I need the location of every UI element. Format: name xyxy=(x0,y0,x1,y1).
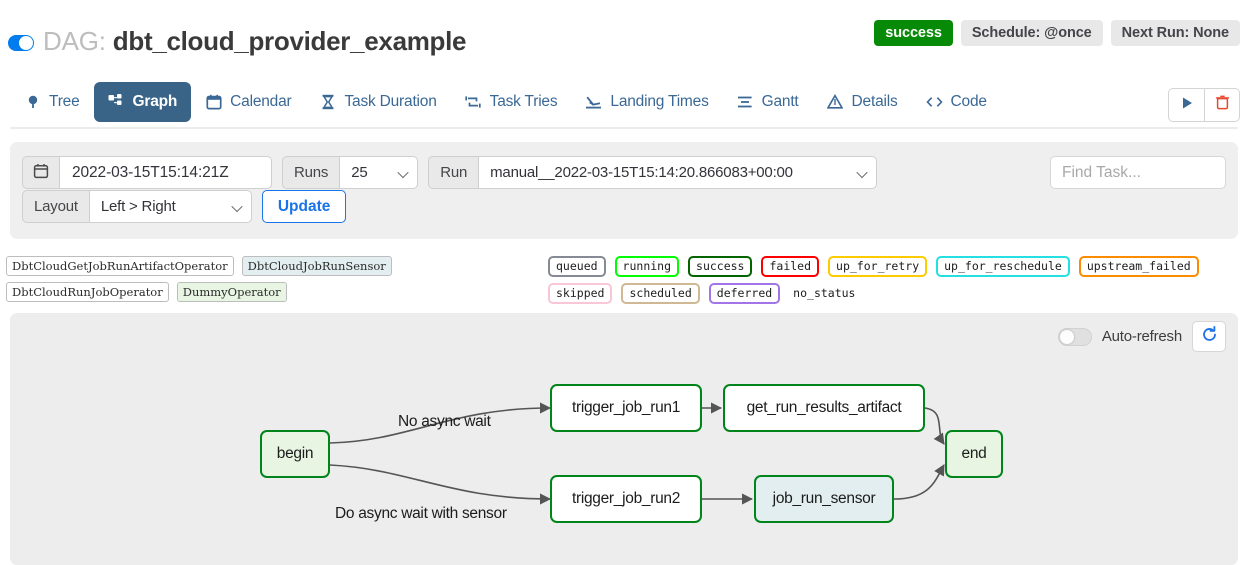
tab-task-duration[interactable]: Task Duration xyxy=(305,82,450,122)
schedule-badge[interactable]: Schedule: @once xyxy=(960,20,1103,46)
tab-label: Gantt xyxy=(761,93,799,110)
state-legend-deferred: deferred xyxy=(708,283,781,304)
filter-row-bottom: Layout Left > Right Update xyxy=(22,190,347,223)
tab-graph[interactable]: Graph xyxy=(93,82,192,122)
refresh-button[interactable] xyxy=(1192,321,1226,352)
edge-label-no-async-wait: No async wait xyxy=(398,413,491,430)
operator-legend-list: DbtCloudGetJobRunArtifactOperator DbtClo… xyxy=(6,256,546,302)
tab-label: Calendar xyxy=(230,93,292,110)
runs-label: Runs xyxy=(282,156,341,189)
run-group: Run manual__2022-03-15T15:14:20.866083+0… xyxy=(428,156,878,189)
layout-group: Layout Left > Right xyxy=(22,190,252,223)
state-legend-upstream-failed: upstream_failed xyxy=(1078,256,1199,277)
tab-tree[interactable]: Tree xyxy=(10,82,94,122)
task-node-trigger_job_run2[interactable]: trigger_job_run2 xyxy=(550,475,702,523)
tab-label: Tree xyxy=(49,93,80,110)
page-title: DAG: dbt_cloud_provider_example xyxy=(43,26,467,57)
base-date-group: 2022-03-15T15:14:21Z xyxy=(22,156,272,189)
operator-tag[interactable]: DbtCloudRunJobOperator xyxy=(6,282,169,302)
hourglass-icon xyxy=(319,94,336,111)
calendar-icon xyxy=(33,163,49,183)
play-icon xyxy=(1180,96,1194,115)
tab-code[interactable]: Code xyxy=(912,82,1001,122)
task-node-job_run_sensor[interactable]: job_run_sensor xyxy=(754,475,894,523)
graph-legend: DbtCloudGetJobRunArtifactOperator DbtClo… xyxy=(0,256,1248,304)
tab-task-tries[interactable]: Task Tries xyxy=(451,82,572,122)
task-node-begin[interactable]: begin xyxy=(260,430,330,478)
gantt-icon xyxy=(737,94,754,111)
auto-refresh-toggle[interactable] xyxy=(1057,327,1092,346)
operator-tag[interactable]: DbtCloudGetJobRunArtifactOperator xyxy=(6,256,234,276)
task-node-get_run_results_artifact[interactable]: get_run_results_artifact xyxy=(723,384,925,432)
tree-icon xyxy=(24,94,41,111)
tab-details[interactable]: Details xyxy=(813,82,912,122)
operator-tag[interactable]: DbtCloudJobRunSensor xyxy=(241,256,392,276)
graph-edges xyxy=(329,402,945,505)
state-legend-no-status: no_status xyxy=(793,286,856,300)
dag-action-group xyxy=(1168,88,1240,122)
page-header: DAG: dbt_cloud_provider_example success … xyxy=(0,0,1248,72)
tabbar-divider xyxy=(10,127,1238,129)
landing-icon xyxy=(585,94,602,111)
header-badges: success Schedule: @once Next Run: None xyxy=(874,20,1240,46)
code-icon xyxy=(925,94,943,111)
state-legend-list: queued running success failed up_for_ret… xyxy=(548,256,1248,304)
task-node-end[interactable]: end xyxy=(945,430,1003,478)
layout-label: Layout xyxy=(22,190,90,223)
dag-filter-panel: 2022-03-15T15:14:21Z Runs 25 Run manual_… xyxy=(10,142,1238,239)
dag-label: DAG: xyxy=(43,26,106,56)
delete-dag-button[interactable] xyxy=(1204,89,1239,121)
dag-pause-toggle[interactable] xyxy=(8,35,34,51)
find-task-input[interactable]: Find Task... xyxy=(1050,156,1226,189)
base-date-input[interactable]: 2022-03-15T15:14:21Z xyxy=(60,156,272,189)
calendar-picker-button[interactable] xyxy=(22,156,60,189)
tab-label: Details xyxy=(851,93,898,110)
update-button[interactable]: Update xyxy=(261,190,347,223)
state-legend-queued: queued xyxy=(548,256,606,277)
filter-row-top: 2022-03-15T15:14:21Z Runs 25 Run manual_… xyxy=(22,156,878,189)
operator-tag[interactable]: DummyOperator xyxy=(176,282,287,302)
state-legend-skipped: skipped xyxy=(548,283,613,304)
trigger-dag-button[interactable] xyxy=(1169,89,1204,121)
run-id-select[interactable]: manual__2022-03-15T15:14:20.866083+00:00 xyxy=(479,156,878,189)
tab-landing-times[interactable]: Landing Times xyxy=(571,82,722,122)
refresh-icon xyxy=(1201,325,1218,348)
graph-toolbar: Auto-refresh xyxy=(1057,321,1226,352)
task-node-trigger_job_run1[interactable]: trigger_job_run1 xyxy=(550,384,702,432)
warning-triangle-icon xyxy=(827,94,844,111)
tab-label: Task Tries xyxy=(489,93,558,110)
state-legend-up-for-retry: up_for_retry xyxy=(828,256,928,277)
dag-graph-panel: Auto-refresh No async wait D xyxy=(10,313,1238,565)
tab-label: Graph xyxy=(132,93,178,110)
tab-calendar[interactable]: Calendar xyxy=(191,82,305,122)
tab-gantt[interactable]: Gantt xyxy=(723,82,813,122)
status-badge: success xyxy=(874,20,953,46)
layout-select[interactable]: Left > Right xyxy=(89,190,252,223)
tab-label: Task Duration xyxy=(344,93,437,110)
num-runs-select[interactable]: 25 xyxy=(340,156,419,189)
state-legend-running: running xyxy=(614,256,680,277)
run-label: Run xyxy=(428,156,480,189)
state-legend-success: success xyxy=(688,256,753,277)
calendar-icon xyxy=(205,94,222,111)
trash-icon xyxy=(1215,95,1230,115)
edge-label-async-wait-sensor: Do async wait with sensor xyxy=(335,505,507,522)
tab-label: Code xyxy=(950,93,987,110)
state-legend-failed: failed xyxy=(761,256,820,277)
dag-id: dbt_cloud_provider_example xyxy=(112,26,467,56)
view-tab-bar: Tree Graph xyxy=(0,82,1248,129)
tab-label: Landing Times xyxy=(610,93,709,110)
state-legend-scheduled: scheduled xyxy=(621,283,700,304)
auto-refresh-label: Auto-refresh xyxy=(1101,328,1182,345)
runs-group: Runs 25 xyxy=(282,156,419,189)
retry-icon xyxy=(465,94,482,111)
state-legend-up-for-reschedule: up_for_reschedule xyxy=(936,256,1070,277)
next-run-badge: Next Run: None xyxy=(1110,20,1240,46)
graph-icon xyxy=(108,94,125,111)
